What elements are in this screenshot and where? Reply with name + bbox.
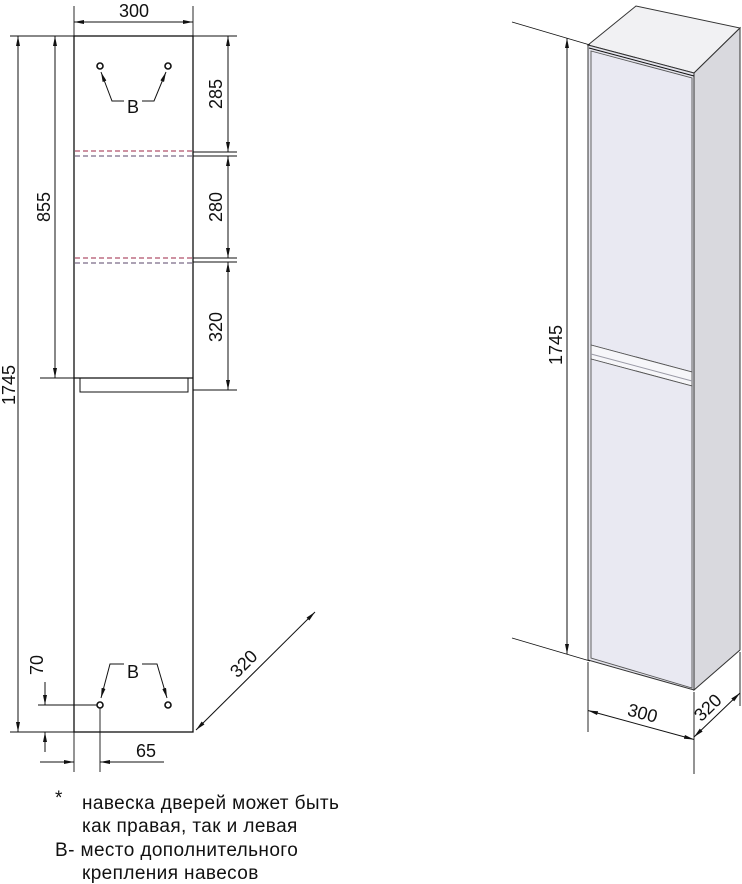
leader-line [100, 663, 124, 699]
height-label: 1745 [546, 325, 566, 365]
perspective-view: 1745 300 320 [511, 5, 742, 774]
mounting-hole [96, 62, 104, 70]
partition [79, 377, 189, 393]
hole-offset-label: 65 [136, 741, 156, 761]
cabinet-outline [73, 35, 194, 733]
top-panel-edge [588, 47, 695, 77]
depth-dimension-line [195, 611, 316, 731]
upper-section-height-label: 855 [34, 192, 54, 222]
width-dimension-label: 300 [119, 1, 149, 21]
leader-line [142, 71, 167, 102]
shelf-spacing-label: 285 [206, 79, 226, 109]
extension-lines [10, 6, 237, 772]
note-marker: * [55, 788, 63, 809]
handle-groove-shadow [590, 353, 693, 382]
leader-line [142, 663, 168, 699]
total-height-label: 1745 [0, 365, 19, 405]
shelf-spacing-label: 320 [206, 312, 226, 342]
lower-door [590, 358, 693, 689]
front-elevation-view: 300 285 280 320 855 1745 В В 70 65 [0, 1, 316, 772]
hole-height-label: 70 [27, 655, 47, 675]
cabinet-side-face [693, 26, 741, 692]
depth-label: 320 [690, 690, 726, 725]
width-dimension-line [587, 710, 695, 740]
depth-dimension-line [693, 692, 741, 738]
mounting-hole [164, 62, 172, 70]
mounting-hole [96, 701, 104, 709]
mounting-hole [164, 701, 172, 709]
note-text: как правая, так и левая [82, 816, 298, 837]
leader-line [100, 71, 124, 102]
note-text: крепления навесов [82, 863, 259, 884]
extension-line [511, 21, 591, 46]
upper-door [590, 50, 693, 373]
extension-line [511, 637, 591, 662]
shelf-spacing-label: 280 [206, 192, 226, 222]
note-text: навеска дверей может быть [82, 793, 339, 814]
note-text: В- место дополнительного [55, 840, 298, 861]
width-label: 300 [625, 700, 659, 727]
hole-label-top: В [127, 97, 139, 117]
hole-label-bottom: В [127, 662, 139, 682]
notes: * навеска дверей может быть как правая, … [55, 788, 339, 884]
depth-label: 320 [226, 646, 261, 681]
